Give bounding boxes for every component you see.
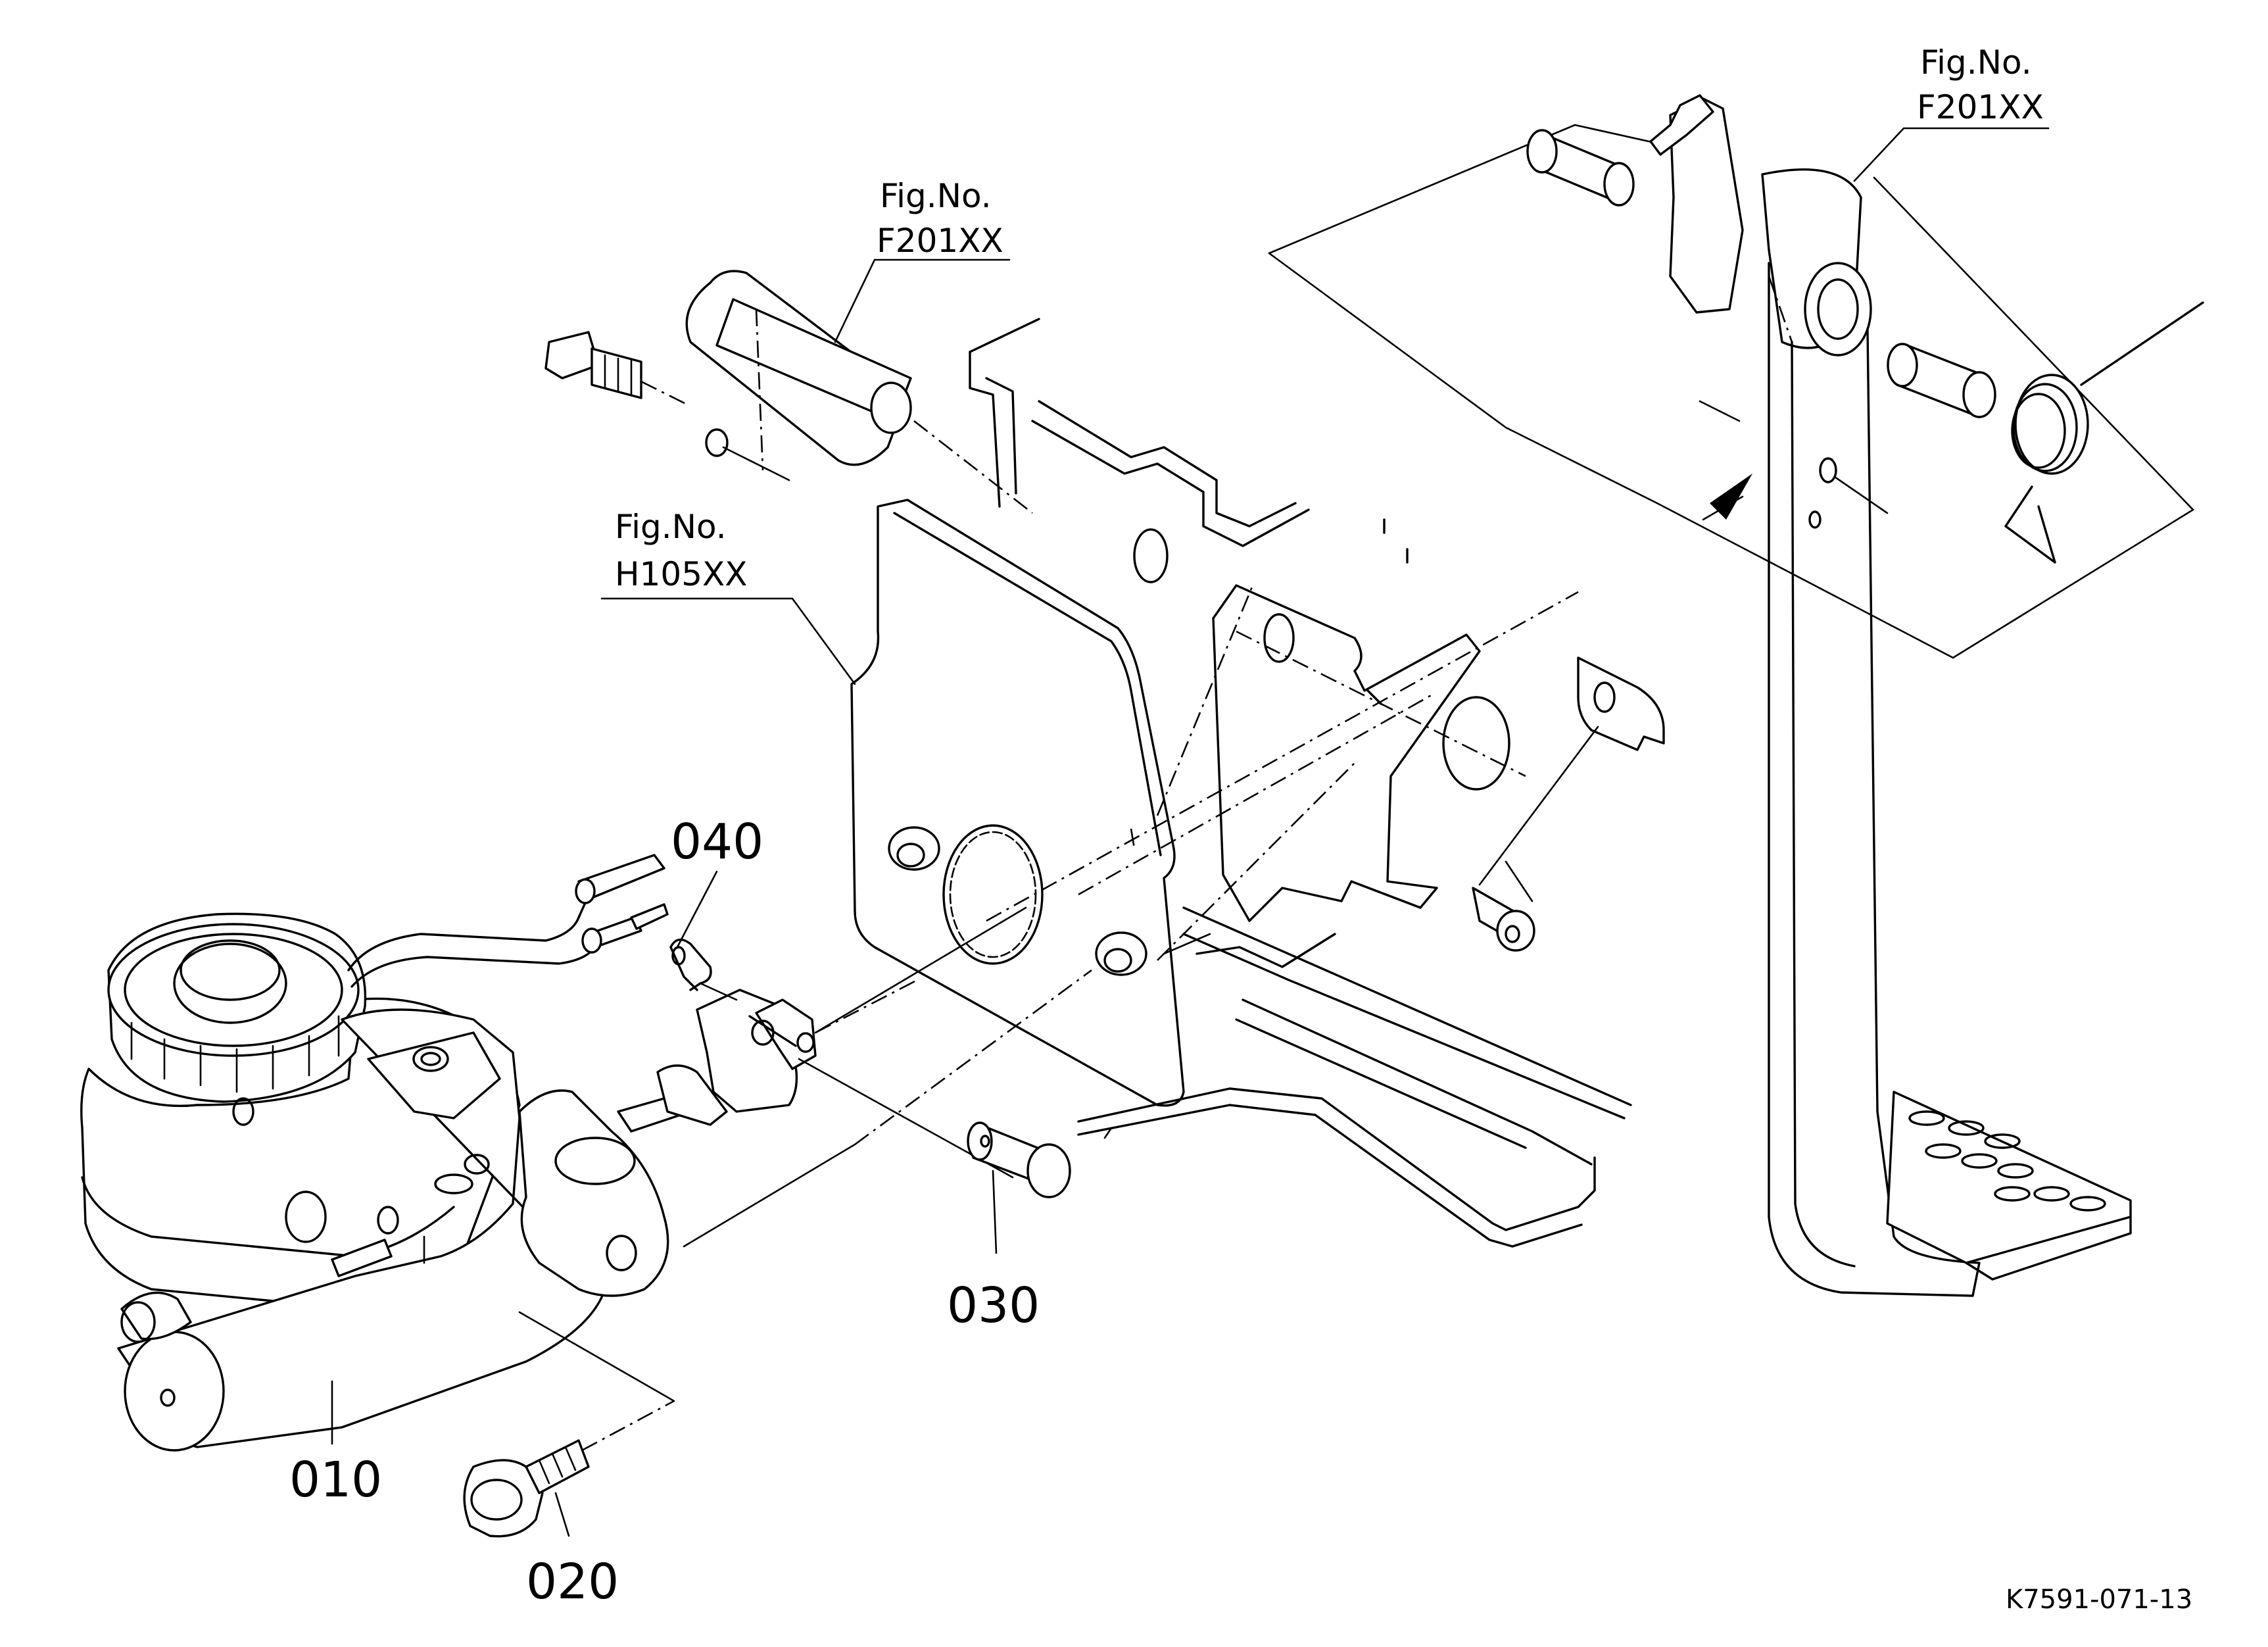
fig-ref-1-line1: Fig.No. (1920, 43, 2032, 82)
stopper-bracket (1472, 656, 1665, 952)
fig-ref-2-line1: Fig.No. (880, 177, 992, 215)
part-label-020: 020 (526, 1554, 619, 1610)
return-spring (2004, 301, 2204, 564)
grommet-left (888, 826, 940, 871)
pivot-pin-assembly (544, 270, 1033, 514)
split-pin (669, 938, 738, 1001)
figure-reference-3: Fig.No. H105XX (615, 508, 748, 593)
reservoir-cap (107, 912, 367, 1126)
push-rod-clevis (617, 989, 817, 1133)
master-cylinder-assembly (80, 854, 1092, 1452)
cylinder-bore-end (120, 1291, 225, 1452)
pedal-hub (1649, 94, 1872, 356)
brake-pedal-assembly (1268, 94, 2204, 1297)
figure-reference-1: Fig.No. F201XX (1917, 43, 2044, 126)
grommet-right (1095, 931, 1147, 976)
figure-reference-2: Fig.No. F201XX (877, 177, 1003, 260)
leader-lines (331, 127, 2050, 1537)
fig-ref-3-line2: H105XX (615, 555, 748, 593)
drawing-code: K7591-071-13 (2006, 1585, 2192, 1615)
bushing-upper (1526, 129, 1635, 207)
pedal-arm (1768, 262, 1981, 1297)
bushing-lower (1887, 343, 1996, 418)
part-label-040: 040 (671, 814, 763, 870)
part-label-030: 030 (947, 1277, 1040, 1334)
clevis-pin (967, 1121, 1071, 1198)
fig-ref-3-line1: Fig.No. (615, 508, 727, 546)
cylinder-flange (518, 1089, 669, 1297)
flange-bolt-upper (544, 331, 688, 406)
pedal-bracket-frame (850, 318, 1665, 1248)
fig-ref-2-line2: F201XX (877, 222, 1003, 260)
level-switch-wires (347, 854, 669, 988)
flange-bolt-lower (463, 1400, 675, 1538)
pedal-pad (1886, 1091, 2132, 1281)
assembly-direction-arrow (1702, 474, 1752, 521)
part-label-010: 010 (289, 1452, 382, 1508)
fig-ref-1-line2: F201XX (1917, 88, 2044, 126)
